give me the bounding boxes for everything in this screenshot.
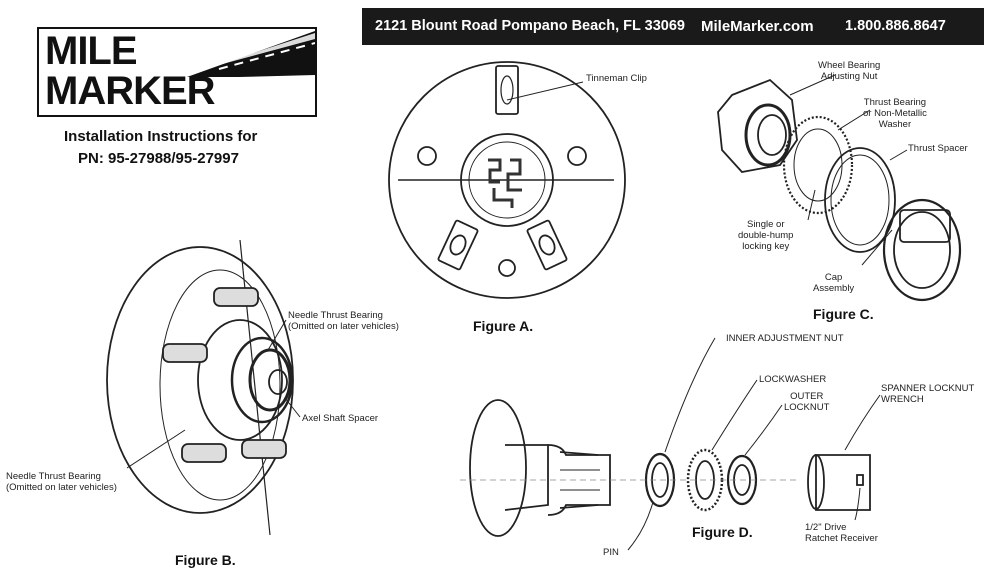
wheel-bearing-nut-label: Wheel Bearing Adjusting Nut <box>818 60 880 82</box>
needle-thrust-bottom-label: Needle Thrust Bearing (Omitted on later … <box>6 471 117 493</box>
title-line-1: Installation Instructions for <box>64 128 258 145</box>
address-text: 2121 Blount Road Pompano Beach, FL 33069 <box>375 18 685 34</box>
needle-thrust-top-line-2: (Omitted on later vehicles) <box>288 321 399 332</box>
pin-label: PIN <box>603 547 619 558</box>
figure-c-caption: Figure C. <box>813 306 874 322</box>
ratchet-receiver-line-1: 1/2" Drive <box>805 522 847 533</box>
locking-key-line-1: Single or <box>746 219 785 230</box>
logo-line-1: MILE <box>45 29 138 73</box>
thrust-spacer-label: Thrust Spacer <box>908 143 968 154</box>
figure-d-caption: Figure D. <box>692 524 753 540</box>
ratchet-receiver-label: 1/2" Drive Ratchet Receiver <box>805 522 878 544</box>
axel-shaft-spacer-label: Axel Shaft Spacer <box>302 413 379 424</box>
locking-key-label: Single or double-hump locking key <box>738 219 793 252</box>
ratchet-receiver-line-2: Ratchet Receiver <box>805 533 878 544</box>
thrust-bearing-line-3: Washer <box>878 119 912 130</box>
locking-key-line-2: double-hump <box>738 230 794 241</box>
figure-a-caption: Figure A. <box>473 318 534 334</box>
tinneman-clip-label: Tinneman Clip <box>586 73 647 84</box>
outer-locknut-line-2: LOCKNUT <box>784 402 830 413</box>
logo-road-graphic <box>187 31 315 77</box>
website-link[interactable]: MileMarker.com <box>701 18 814 35</box>
cap-assembly-line-1: Cap <box>824 272 843 283</box>
needle-thrust-bottom-line-1: Needle Thrust Bearing <box>6 471 101 482</box>
outer-locknut-line-1: OUTER <box>790 391 824 402</box>
spanner-wrench-label: SPANNER LOCKNUT WRENCH <box>881 383 974 405</box>
thrust-bearing-line-2: or Non-Metallic <box>863 108 927 119</box>
wheel-bearing-nut-line-2: Adjusting Nut <box>820 71 878 82</box>
contact-header-bar: 2121 Blount Road Pompano Beach, FL 33069… <box>362 8 984 45</box>
cap-assembly-label: Cap Assembly <box>813 272 854 294</box>
spanner-wrench-line-2: WRENCH <box>881 394 924 405</box>
needle-thrust-bottom-line-2: (Omitted on later vehicles) <box>6 482 117 493</box>
needle-thrust-top-line-1: Needle Thrust Bearing <box>288 310 383 321</box>
mile-marker-logo: MILE MARKER <box>37 27 317 117</box>
phone-number: 1.800.886.8647 <box>845 18 946 34</box>
logo-line-2: MARKER <box>45 69 216 113</box>
outer-locknut-label: OUTER LOCKNUT <box>784 391 829 413</box>
inner-adjustment-nut-label: INNER ADJUSTMENT NUT <box>726 333 844 344</box>
locking-key-line-3: locking key <box>742 241 790 252</box>
thrust-bearing-label: Thrust Bearing or Non-Metallic Washer <box>863 97 927 130</box>
cap-assembly-line-2: Assembly <box>813 283 855 294</box>
title-line-2: PN: 95-27988/95-27997 <box>78 150 239 167</box>
figure-b-caption: Figure B. <box>175 552 236 568</box>
thrust-bearing-line-1: Thrust Bearing <box>863 97 927 108</box>
wheel-bearing-nut-line-1: Wheel Bearing <box>818 60 881 71</box>
spanner-wrench-line-1: SPANNER LOCKNUT <box>881 383 975 394</box>
needle-thrust-top-label: Needle Thrust Bearing (Omitted on later … <box>288 310 399 332</box>
lockwasher-label: LOCKWASHER <box>759 374 827 385</box>
